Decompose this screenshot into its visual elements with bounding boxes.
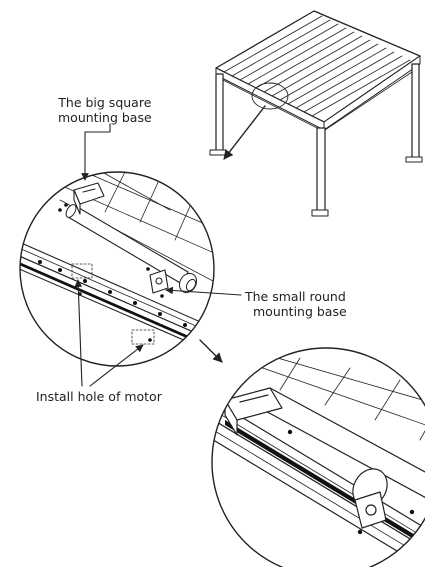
label-big-square-base-line1: The big square xyxy=(58,95,152,110)
detail-arrow-1 xyxy=(223,105,266,160)
label-big-square-base-line2: mounting base xyxy=(58,110,152,125)
detail-circle-2 xyxy=(211,347,425,567)
detail-circle-2-outline xyxy=(211,347,425,567)
label-motor-install-hole: Install hole of motor xyxy=(36,389,162,404)
post-front-base xyxy=(311,209,329,217)
post-right xyxy=(411,63,420,161)
label-small-round-base-line2: mounting base xyxy=(253,304,347,319)
pergola-roof xyxy=(215,10,421,123)
leader-big-base xyxy=(81,123,111,181)
drive-strip-1 xyxy=(20,258,214,357)
post-left xyxy=(215,73,224,155)
label-big-square-base: The big square mounting base xyxy=(58,95,152,125)
drive-strip-2 xyxy=(225,420,425,558)
big-square-mount-2 xyxy=(224,387,283,436)
label-small-round-base-line1: The small round xyxy=(245,289,346,304)
pergola-detail-marker xyxy=(251,82,289,110)
pergola-roof-edge-left xyxy=(215,67,325,131)
post-right-base xyxy=(405,156,423,163)
post-left-base xyxy=(209,149,227,156)
pergola-louvres xyxy=(223,15,411,117)
detail-arrow-2 xyxy=(199,339,223,363)
pergola-roof-edge-right xyxy=(323,55,421,131)
label-small-round-base: The small round mounting base xyxy=(245,289,347,319)
leader-motor-hole-2 xyxy=(89,344,144,387)
pergola-drawing xyxy=(209,10,423,217)
detail-circle-1 xyxy=(19,171,215,367)
post-front xyxy=(316,127,326,215)
detail-circle-1-outline xyxy=(19,171,215,367)
leader-motor-hole-1 xyxy=(74,279,83,387)
small-round-mount-2 xyxy=(352,468,388,529)
leader-small-base xyxy=(165,286,242,296)
small-round-mount-1 xyxy=(149,269,169,294)
big-square-mount-1 xyxy=(73,182,105,215)
